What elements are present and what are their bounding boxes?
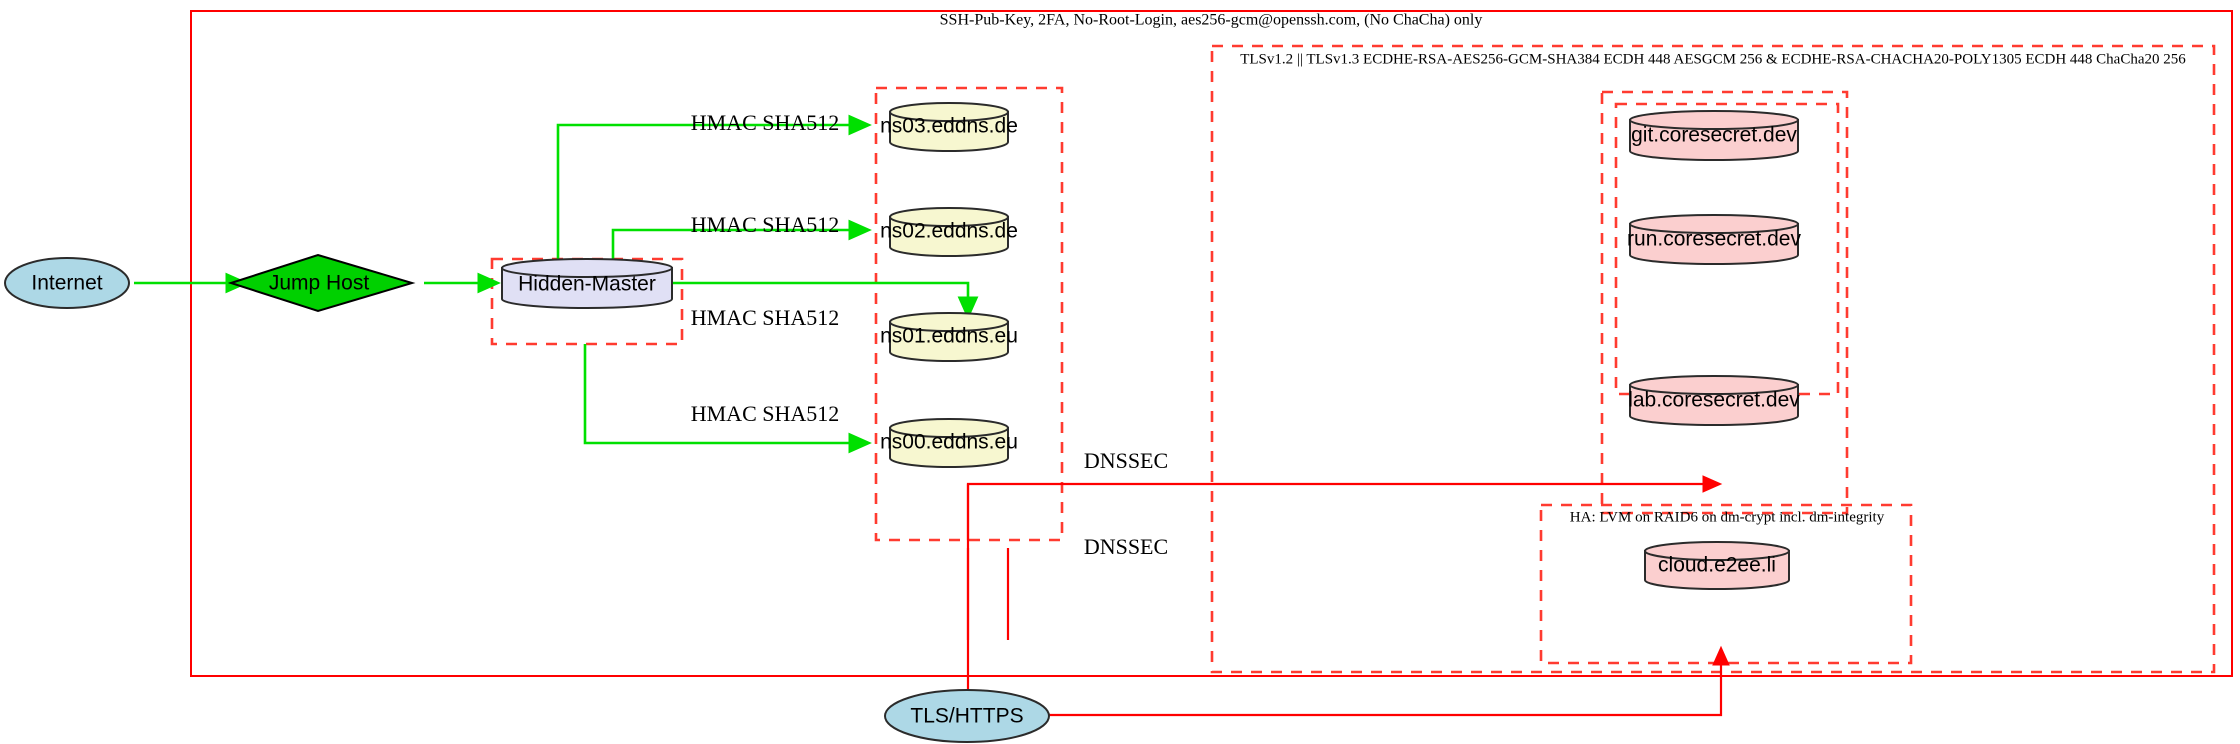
node-ns00[interactable]: ns00.eddns.eu (880, 418, 1018, 468)
edge-hiddenmaster-to-ns01 (667, 281, 979, 320)
node-internet[interactable]: Internet (4, 257, 130, 309)
node-hidden-master[interactable]: Hidden-Master (501, 258, 673, 309)
edge-label-hmac-ns00: HMAC SHA512 (691, 401, 840, 426)
node-jump-host[interactable]: Jump Host (227, 253, 416, 313)
cluster-label-ssh: SSH-Pub-Key, 2FA, No-Root-Login, aes256-… (940, 12, 1483, 29)
edge-label-hmac-ns01: HMAC SHA512 (691, 305, 840, 330)
node-git-coresecret[interactable]: git.coresecret.dev (1629, 110, 1799, 161)
edge-hiddenmaster-to-ns03 (556, 114, 872, 262)
edge-tlshttps-to-cloud (1010, 645, 1730, 717)
cluster-label-ha: HA: LVM on RAID6 on dm-crypt incl. dm-in… (1570, 509, 1885, 525)
node-ns03[interactable]: ns03.eddns.de (880, 102, 1018, 152)
cluster-label-tls: TLSv1.2 || TLSv1.3 ECDHE-RSA-AES256-GCM-… (1240, 51, 2186, 67)
edge-hiddenmaster-to-ns00 (583, 344, 872, 454)
edge-label-dnssec-upper: DNSSEC (1084, 448, 1168, 473)
node-lab-coresecret[interactable]: lab.coresecret.dev (1628, 375, 1800, 426)
cluster-hidden-master-boundary (490, 257, 684, 346)
node-tls-https[interactable]: TLS/HTTPS (884, 689, 1050, 743)
cluster-tls-boundary (1210, 44, 2216, 674)
edge-label-hmac-ns02: HMAC SHA512 (691, 212, 840, 237)
node-run-coresecret[interactable]: run.coresecret.dev (1627, 214, 1801, 265)
node-ns02[interactable]: ns02.eddns.de (880, 207, 1018, 257)
cluster-coresecret-outer-boundary (1600, 90, 1849, 515)
edge-label-hmac-ns03: HMAC SHA512 (691, 110, 840, 135)
node-ns01[interactable]: ns01.eddns.eu (880, 312, 1018, 362)
cluster-ssh-boundary (190, 10, 2233, 677)
edge-hiddenmaster-to-ns02 (611, 219, 872, 262)
edge-label-dnssec-lower: DNSSEC (1084, 534, 1168, 559)
cluster-ha-boundary (1539, 503, 1913, 665)
node-cloud-e2ee[interactable]: cloud.e2ee.li (1644, 541, 1790, 590)
